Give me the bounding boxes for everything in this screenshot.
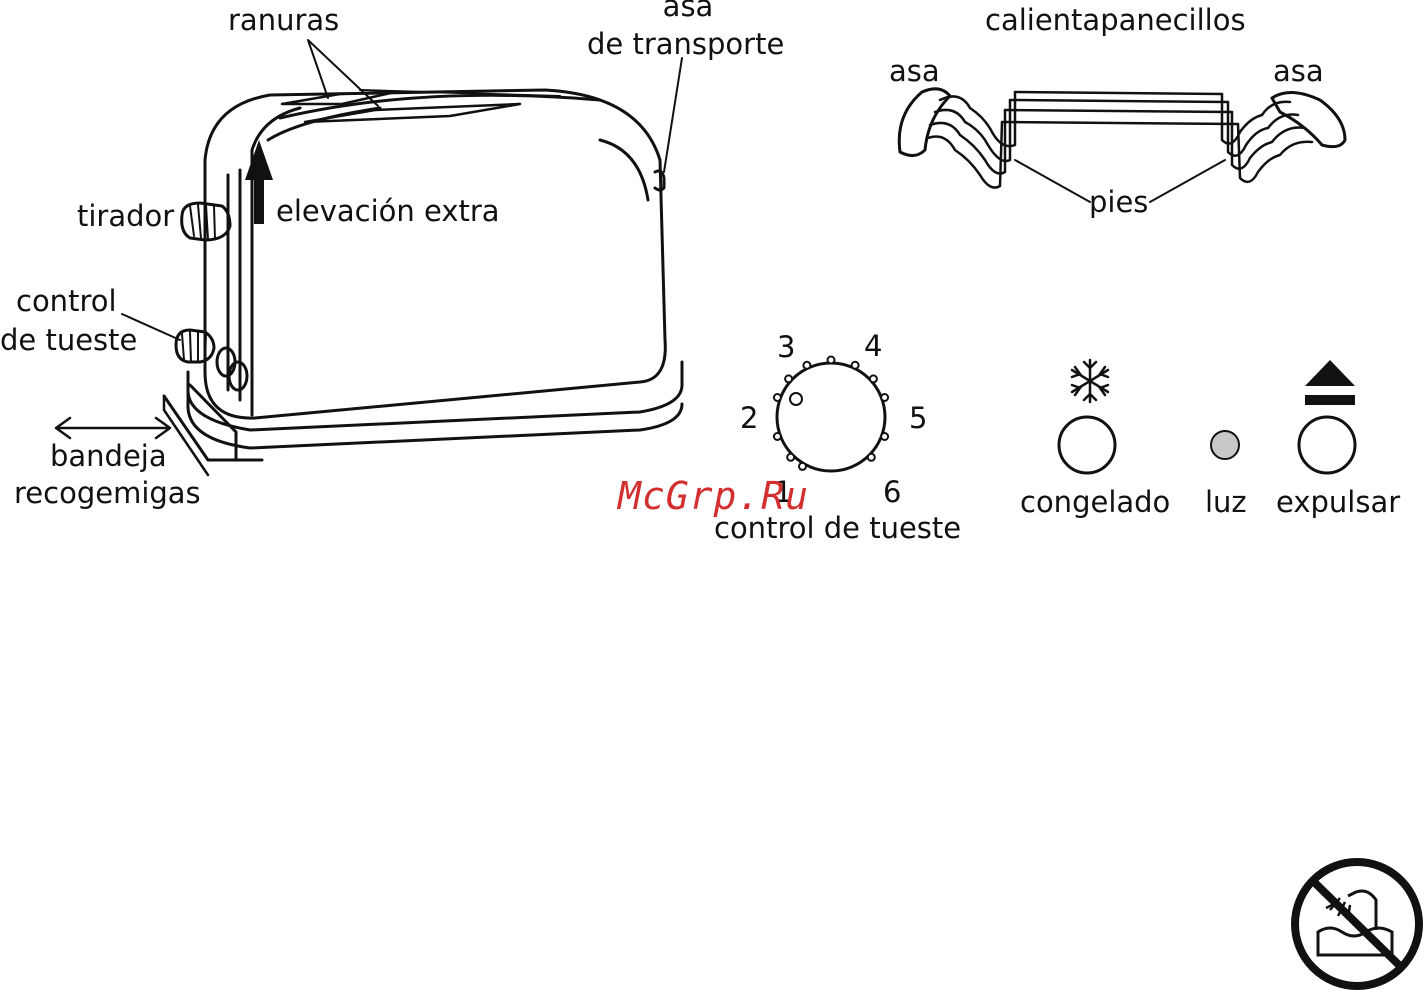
dial-tick <box>828 357 835 364</box>
label-crumb-tray-1: bandeja <box>50 438 167 474</box>
warming-rack-illustration <box>899 89 1345 188</box>
dial-tick <box>852 362 859 369</box>
cancel-button-drawing <box>1299 417 1355 473</box>
label-eject: expulsar <box>1276 484 1400 520</box>
dial-tick <box>774 394 781 401</box>
dial-tick <box>881 394 888 401</box>
watermark: McGrp.Ru <box>618 474 809 518</box>
toaster-illustration <box>164 90 682 475</box>
label-light: luz <box>1205 484 1247 520</box>
label-carry-handle-1: asa <box>640 0 736 24</box>
label-rack-handle-left: asa <box>889 53 940 89</box>
dial-number-2: 2 <box>740 403 758 433</box>
label-feet: pies <box>1089 184 1148 220</box>
label-browning-control-2: de tueste <box>0 322 137 358</box>
dial-tick <box>868 454 875 461</box>
defrost-button-drawing <box>1059 417 1115 473</box>
no-immersion-icon <box>1295 862 1419 986</box>
label-lift: elevación extra <box>276 193 500 229</box>
label-lever: tirador <box>77 198 174 234</box>
dial-tick <box>799 463 806 470</box>
dial-number-4: 4 <box>864 331 882 361</box>
label-warming-rack: calientapanecillos <box>985 2 1246 38</box>
label-carry-handle-2: de transporte <box>587 26 784 62</box>
label-rack-handle-right: asa <box>1273 53 1324 89</box>
dial-number-5: 5 <box>909 403 927 433</box>
indicator-light <box>1211 431 1239 459</box>
label-slots: ranuras <box>228 2 339 38</box>
eject-icon <box>1305 360 1355 405</box>
lift-arrow <box>245 140 273 224</box>
label-frozen: congelado <box>1020 484 1170 520</box>
dial-tick <box>785 375 792 382</box>
dial-tick <box>787 454 794 461</box>
snowflake-icon <box>1072 360 1108 402</box>
dial-tick <box>881 433 888 440</box>
dial-tick <box>870 375 877 382</box>
dial-tick <box>774 433 781 440</box>
label-crumb-tray-2: recogemigas <box>14 475 201 511</box>
label-browning-control-1: control <box>16 283 117 319</box>
dial-tick <box>803 362 810 369</box>
dial-number-6: 6 <box>883 477 901 507</box>
dial-number-3: 3 <box>777 332 795 362</box>
